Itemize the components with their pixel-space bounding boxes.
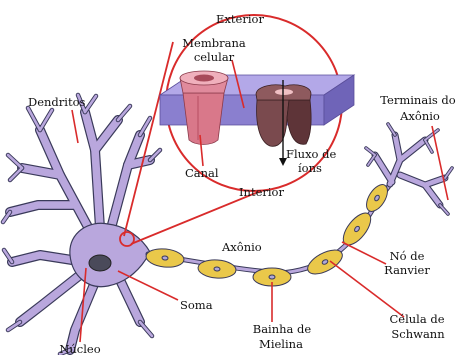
label-myelin-line2: Mielina: [259, 337, 303, 351]
label-myelin-line1: Bainha de: [253, 322, 312, 336]
label-soma: Soma: [180, 298, 213, 312]
label-axon: Axônio: [221, 240, 262, 254]
label-schwann-line2: Schwann: [391, 327, 445, 341]
label-axon-terminals-line2: Axônio: [399, 109, 440, 123]
label-node-line1: Nó de: [390, 249, 425, 263]
label-interior: Interior: [239, 185, 284, 199]
soma-body: [70, 223, 150, 286]
label-node-line2: Ranvier: [384, 263, 430, 277]
label-channel: Canal: [185, 166, 219, 180]
label-axon-terminals-line1: Terminais do: [380, 93, 456, 107]
label-membrane-line2: celular: [194, 50, 235, 64]
label-membrane-line1: Membrana: [182, 36, 246, 50]
label-ion-flow-line1: Fluxo de: [286, 147, 336, 161]
myelin-segment: [197, 259, 236, 280]
label-schwann-line1: Célula de: [389, 312, 444, 326]
label-nucleus: Núcleo: [59, 342, 100, 355]
label-exterior: Exterior: [216, 12, 264, 26]
label-ion-flow-line2: íons: [298, 161, 322, 175]
label-dendrites: Dendritos: [28, 95, 86, 109]
nucleus: [89, 255, 111, 271]
myelin-segment: [145, 247, 185, 269]
